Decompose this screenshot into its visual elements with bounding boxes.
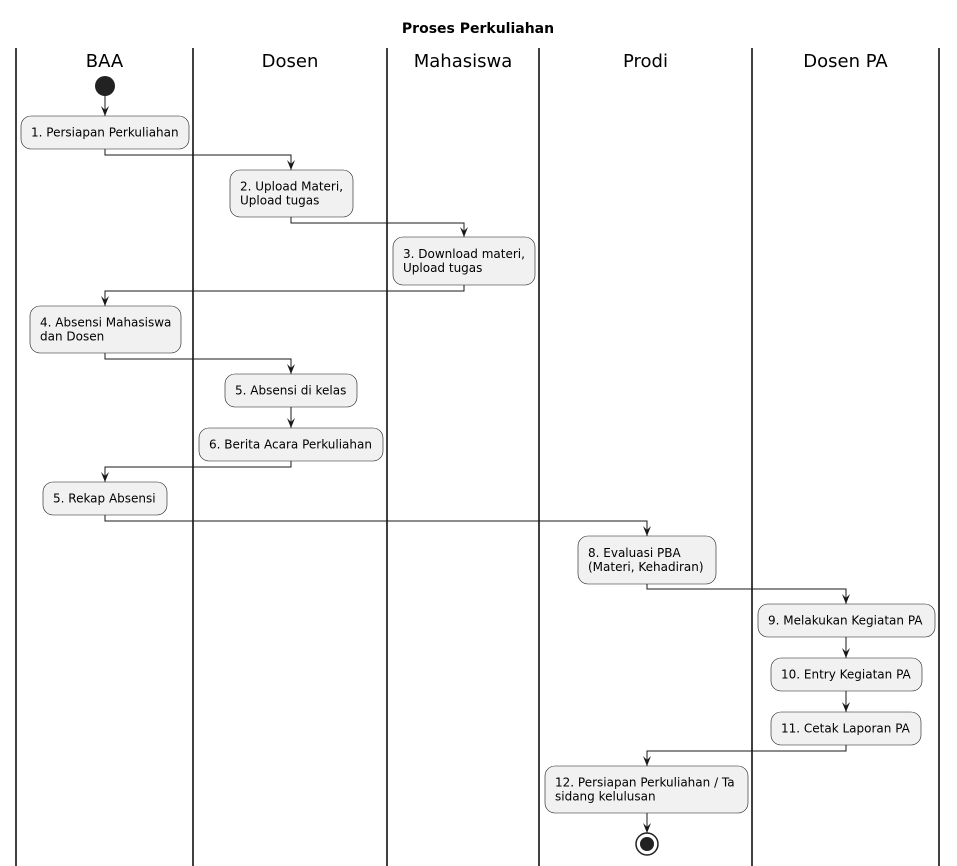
activity-a10: 10. Entry Kegiatan PA (770, 657, 923, 692)
flow-line (104, 149, 292, 170)
flow-arrowhead (287, 160, 295, 170)
flow-arrowhead (643, 526, 651, 536)
activity-box (20, 115, 190, 150)
activity-box (770, 657, 923, 692)
activity-label: 4. Absensi Mahasiswa (40, 316, 171, 330)
activity-label: 5. Absensi di kelas (235, 384, 346, 398)
flow-line (104, 515, 648, 536)
swimlane-title: BAA (86, 51, 124, 72)
flow-arrowhead (460, 227, 468, 237)
end-node (635, 832, 659, 856)
activity-label: 11. Cetak Laporan PA (781, 722, 911, 736)
start-node (95, 76, 115, 96)
swimlanes: BAA Dosen Mahasiswa Prodi Dosen PA (15, 48, 940, 866)
activity-a8: 8. Evaluasi PBA(Materi, Kehadiran) (577, 535, 717, 585)
activity-nodes: 1. Persiapan Perkuliahan 2. Upload Materi… (20, 76, 936, 856)
activity-a6: 6. Berita Acara Perkuliahan (198, 427, 384, 462)
flow-arrowhead (842, 594, 850, 604)
activity-label: 1. Persiapan Perkuliahan (31, 126, 179, 140)
flow-arrowhead (101, 106, 109, 116)
activity-a11: 11. Cetak Laporan PA (770, 711, 922, 746)
flow-edges (101, 96, 850, 833)
activity-label: dan Dosen (40, 330, 104, 344)
flow-arrowhead (101, 296, 109, 306)
flow-arrowhead (287, 418, 295, 428)
flow-arrowhead (287, 364, 295, 374)
flow-arrowhead (842, 702, 850, 712)
activity-a7: 5. Rekap Absensi (42, 481, 168, 516)
activity-label: 6. Berita Acara Perkuliahan (209, 438, 372, 452)
activity-box (198, 427, 384, 462)
activity-label: sidang kelulusan (555, 790, 656, 804)
activity-label: (Materi, Kehadiran) (588, 560, 704, 574)
activity-label: 8. Evaluasi PBA (588, 546, 681, 560)
activity-box (224, 373, 358, 408)
activity-label: Upload tugas (403, 261, 482, 275)
flow-arrowhead (101, 472, 109, 482)
activity-box (29, 305, 182, 354)
activity-a3: 3. Download materi,Upload tugas (392, 236, 536, 286)
flow-arrowhead (643, 823, 651, 833)
activity-box (229, 169, 354, 218)
activity-label: 2. Upload Materi, (240, 180, 343, 194)
diagram-title: Proses Perkuliahan (402, 21, 554, 37)
flow-line (104, 461, 292, 482)
flow-line (104, 285, 465, 306)
swimlane-title: Prodi (623, 51, 668, 72)
activity-a1: 1. Persiapan Perkuliahan (20, 115, 190, 150)
activity-box (392, 236, 536, 286)
activity-box (42, 481, 168, 516)
activity-box (757, 603, 936, 638)
activity-label: Upload tugas (240, 194, 319, 208)
activity-a2: 2. Upload Materi,Upload tugas (229, 169, 354, 218)
activity-a9: 9. Melakukan Kegiatan PA (757, 603, 936, 638)
activity-label: 3. Download materi, (403, 247, 525, 261)
activity-label: 12. Persiapan Perkuliahan / Ta (555, 776, 735, 790)
flow-arrowhead (842, 648, 850, 658)
activity-label: 5. Rekap Absensi (53, 492, 156, 506)
end-node-core (640, 837, 654, 851)
flow-line (104, 353, 292, 374)
flow-arrowhead (643, 756, 651, 766)
swimlane-title: Dosen (262, 51, 319, 72)
swimlane-title: Mahasiswa (414, 51, 513, 72)
activity-label: 10. Entry Kegiatan PA (781, 668, 912, 682)
activity-box (770, 711, 922, 746)
flow-line (290, 217, 465, 237)
activity-box (544, 765, 749, 814)
flow-line (646, 745, 847, 766)
activity-label: 9. Melakukan Kegiatan PA (768, 614, 923, 628)
activity-box (577, 535, 717, 585)
flow-line (646, 584, 847, 604)
swimlane-title: Dosen PA (803, 51, 888, 72)
activity-a5: 5. Absensi di kelas (224, 373, 358, 408)
